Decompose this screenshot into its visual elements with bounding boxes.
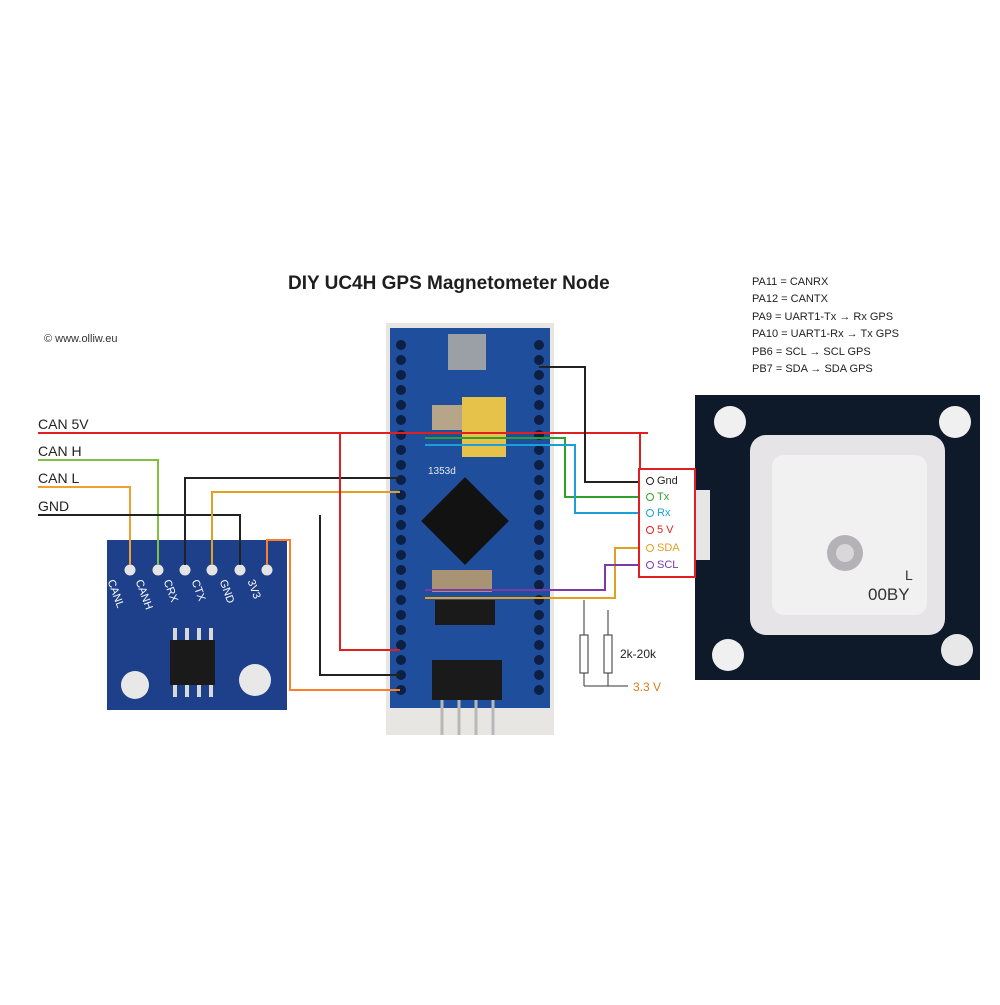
mount-hole-right	[239, 664, 271, 696]
conn-gnd: Gnd	[646, 475, 678, 487]
label-can-h: CAN H	[38, 443, 82, 459]
wire-crx	[184, 477, 400, 565]
pin-map-pa9: PA9 = UART1-Tx → Rx GPS	[752, 311, 894, 323]
wire-gps-rx	[425, 444, 650, 514]
wire-canl	[38, 486, 131, 565]
crystal	[432, 570, 492, 592]
label-gnd: GND	[38, 498, 70, 514]
wire-gnd	[38, 514, 241, 565]
wire-gnd-mcu	[319, 515, 400, 676]
conn-sda: SDA	[646, 542, 680, 554]
conn-tx: Tx	[646, 491, 669, 503]
wire-gps-sda	[425, 547, 650, 599]
supply-label: 3.3 V	[633, 680, 662, 694]
wire-3v3	[266, 539, 400, 691]
wire-5v-mcu	[339, 433, 400, 651]
conn-scl: SCL	[646, 559, 678, 571]
can-transceiver-board	[107, 540, 287, 710]
usb-connector	[448, 334, 486, 370]
pin-ring-icon	[646, 544, 654, 552]
boot-jumpers	[462, 397, 506, 457]
pin-map-pb7: PB7 = SDA → SDA GPS	[752, 363, 873, 375]
wire-canh	[38, 459, 159, 565]
label-can-l: CAN L	[38, 470, 80, 486]
wire-gps-gnd	[539, 366, 650, 483]
pin-map-pa10: PA10 = UART1-Rx → Tx GPS	[752, 328, 900, 340]
pin-map-pa12: PA12 = CANTX	[752, 293, 828, 305]
label-can-5v: CAN 5V	[38, 416, 89, 432]
gps-connector-box: Gnd Tx Rx 5 V SDA SCL	[638, 468, 696, 578]
pin-ring-icon	[646, 526, 654, 534]
gps-marking-2: 00BY	[868, 585, 910, 604]
pin-ring-icon	[646, 477, 654, 485]
wire-gps-scl	[425, 564, 650, 591]
resistor-label: 2k-20k	[620, 647, 657, 661]
gps-module	[690, 395, 980, 680]
pin-map-pa11: PA11 = CANRX	[752, 276, 829, 288]
conn-rx: Rx	[646, 507, 670, 519]
copyright-notice: © www.olliw.eu	[44, 333, 118, 345]
mount-hole-left	[121, 671, 149, 699]
pin-ring-icon	[646, 509, 654, 517]
can-chip	[170, 640, 215, 685]
pin-ring-icon	[646, 561, 654, 569]
pin-ring-icon	[646, 493, 654, 501]
diagram-title: DIY UC4H GPS Magnetometer Node	[288, 273, 610, 294]
swd-header	[432, 660, 502, 700]
wire-ctx	[211, 491, 400, 565]
mcu-board	[386, 323, 554, 735]
pullup-resistors	[579, 600, 628, 687]
mcu-chip-label: 1353d	[428, 466, 456, 477]
conn-5v: 5 V	[646, 524, 674, 536]
mcu-chip	[421, 477, 509, 565]
wire-gps-tx	[425, 437, 650, 498]
gps-marking-1: L	[905, 567, 913, 583]
pin-map-pb6: PB6 = SCL → SCL GPS	[752, 346, 871, 358]
